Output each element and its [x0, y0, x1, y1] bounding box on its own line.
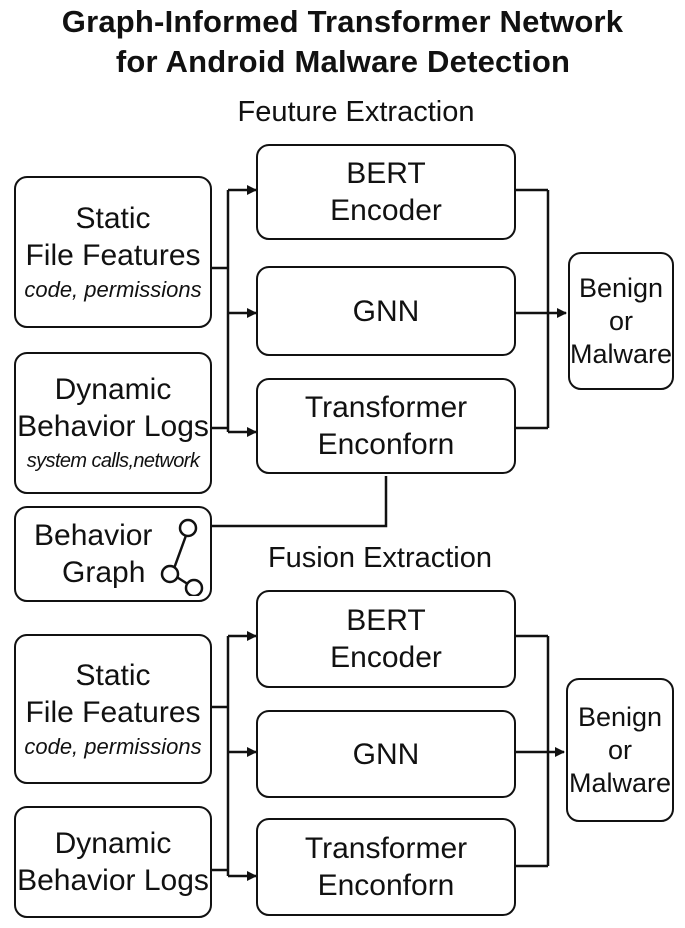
top-dynamic-line2: Behavior Logs [17, 410, 209, 443]
top-output-box: Benign or Malware [568, 252, 674, 390]
bottom-static-line2: File Features [25, 696, 201, 729]
top-transformer-box: Transformer Enconforn [256, 378, 516, 474]
top-bert-line1: BERT [346, 157, 426, 190]
top-gnn-box: GNN [256, 266, 516, 356]
behavior-graph-box: Behavior Graph [14, 506, 212, 602]
bottom-transformer-line1: Transformer [304, 832, 468, 865]
top-static-line2: File Features [25, 239, 201, 272]
top-static-line1: Static [75, 202, 151, 235]
bottom-dynamic-line1: Dynamic [54, 827, 172, 860]
top-dynamic-line1: Dynamic [54, 373, 172, 406]
top-section-label: Feuture Extraction [237, 96, 475, 128]
bottom-bert-line2: Encoder [330, 641, 442, 674]
top-output-line2: or [608, 305, 633, 336]
top-output-line1: Benign [578, 272, 664, 303]
diagram-title-line-2: for Android Malware Detection [115, 44, 571, 79]
bottom-gnn-label: GNN [352, 737, 420, 771]
top-input-bus [212, 190, 230, 432]
top-transformer-line1: Transformer [304, 391, 468, 424]
bottom-output-line3: Malware [568, 767, 672, 798]
bottom-gnn-box: GNN [256, 710, 516, 798]
top-static-sub: code, permissions [24, 277, 202, 302]
bottom-section-label: Fusion Extraction [267, 542, 493, 574]
top-gnn-label: GNN [352, 294, 420, 328]
bottom-bert-encoder-box: BERT Encoder [256, 590, 516, 688]
diagram-title-line-1: Graph-Informed Transformer Network [61, 4, 624, 39]
top-dynamic-sub: system calls,network [26, 450, 200, 472]
bottom-input-bus [212, 636, 230, 876]
behavior-graph-line2: Graph [62, 556, 146, 589]
top-bert-line2: Encoder [330, 194, 442, 227]
bottom-output-box: Benign or Malware [566, 678, 674, 822]
behavior-graph-line1: Behavior [34, 519, 153, 552]
bottom-static-line1: Static [75, 659, 151, 692]
bottom-dynamic-logs-box: Dynamic Behavior Logs [14, 806, 212, 918]
bottom-output-line1: Benign [577, 701, 663, 732]
bottom-static-sub: code, permissions [24, 734, 202, 759]
bottom-bert-line1: BERT [346, 604, 426, 637]
top-static-features-box: Static File Features code, permissions [14, 176, 212, 328]
top-dynamic-logs-box: Dynamic Behavior Logs system calls,netwo… [14, 352, 212, 494]
top-output-bus [516, 188, 550, 430]
graph-to-transformer-line [210, 476, 388, 528]
bottom-dynamic-line2: Behavior Logs [17, 864, 209, 897]
top-output-line3: Malware [569, 338, 673, 369]
top-transformer-line2: Enconforn [317, 428, 455, 461]
top-bert-encoder-box: BERT Encoder [256, 144, 516, 240]
bottom-transformer-line2: Enconforn [317, 869, 455, 902]
bottom-transformer-box: Transformer Enconforn [256, 818, 516, 916]
bottom-output-line2: or [607, 734, 632, 765]
bottom-static-features-box: Static File Features code, permissions [14, 634, 212, 784]
graph-nodes-icon [160, 518, 204, 596]
